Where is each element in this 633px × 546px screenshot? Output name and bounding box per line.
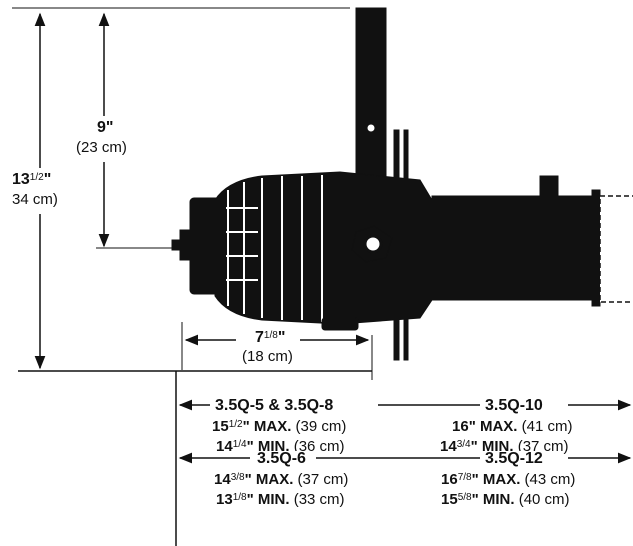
height-yoke-cm: (23 cm)	[76, 139, 127, 156]
model-2-min: 143/4" MIN. (37 cm)	[440, 438, 569, 455]
depth-front-label: 71/8"	[255, 329, 286, 346]
model-3-min: 131/8" MIN. (33 cm)	[216, 491, 345, 508]
height-full-inch: 13	[12, 171, 30, 188]
depth-front-dimension	[181, 322, 370, 370]
model-1-max: 151/2" MAX. (39 cm)	[212, 418, 347, 435]
model-name-4: 3.5Q-12	[482, 451, 546, 467]
height-yoke-inch: 9"	[97, 119, 114, 136]
height-full-frac: 1/2	[29, 172, 44, 183]
depth-front-cm: (18 cm)	[242, 348, 293, 365]
height-full-label: 131/2"	[12, 171, 52, 188]
model-name-2: 3.5Q-10	[482, 398, 546, 414]
model-name-3: 3.5Q-6	[254, 451, 309, 467]
model-4-max: 167/8" MAX. (43 cm)	[441, 471, 576, 488]
height-yoke-dimension	[96, 12, 178, 249]
model-1-min: 141/4" MIN. (36 cm)	[216, 438, 345, 455]
fixture-illustration	[171, 7, 633, 361]
model-name-1: 3.5Q-5 & 3.5Q-8	[212, 398, 337, 414]
model-3-max: 143/8" MAX. (37 cm)	[214, 471, 349, 488]
model-4-min: 155/8" MIN. (40 cm)	[441, 491, 570, 508]
height-full-cm: 34 cm)	[12, 191, 58, 208]
model-2-max: 16" MAX. (41 cm)	[452, 418, 573, 435]
baseline-lines	[12, 7, 373, 546]
